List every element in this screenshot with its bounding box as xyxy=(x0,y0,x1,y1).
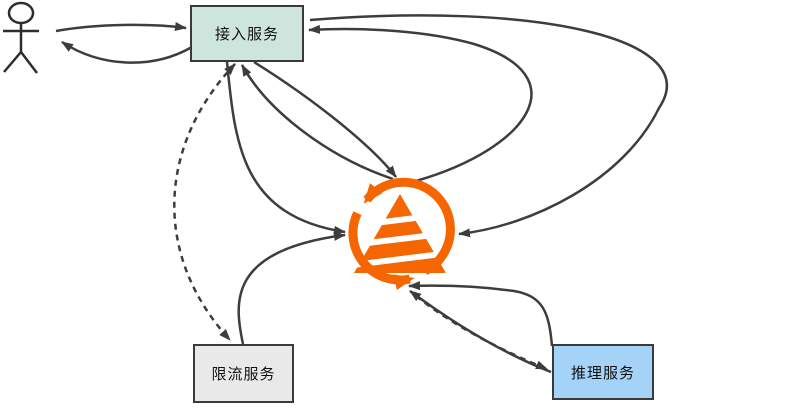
gateway-logo-icon xyxy=(348,177,455,290)
node-ratelimit-service-label: 限流服务 xyxy=(211,365,276,383)
node-access-service: 接入服务 xyxy=(190,5,304,62)
edge-ratelimit-to-gateway xyxy=(237,231,346,345)
edge-access-to-gateway-outer-loop xyxy=(309,14,668,238)
user-actor-icon xyxy=(3,1,39,74)
edge-user-to-access xyxy=(55,22,187,33)
node-inference-service: 推理服务 xyxy=(552,344,654,400)
node-inference-service-label: 推理服务 xyxy=(570,363,635,382)
edge-access-ratelimit-dashed xyxy=(173,63,236,341)
edge-gateway-to-access-inner-loop xyxy=(308,24,533,183)
edge-gateway-to-inference-dashed xyxy=(415,295,548,371)
edge-access-to-user xyxy=(61,40,193,64)
node-access-service-label: 接入服务 xyxy=(214,25,279,43)
node-ratelimit-service: 限流服务 xyxy=(193,344,294,403)
edge-inference-to-gateway-upper xyxy=(408,281,554,347)
edge-access-to-gateway-lens xyxy=(253,60,397,178)
edge-gateway-to-access-lens xyxy=(240,64,394,181)
edge-inference-to-gateway-lower xyxy=(409,289,552,374)
